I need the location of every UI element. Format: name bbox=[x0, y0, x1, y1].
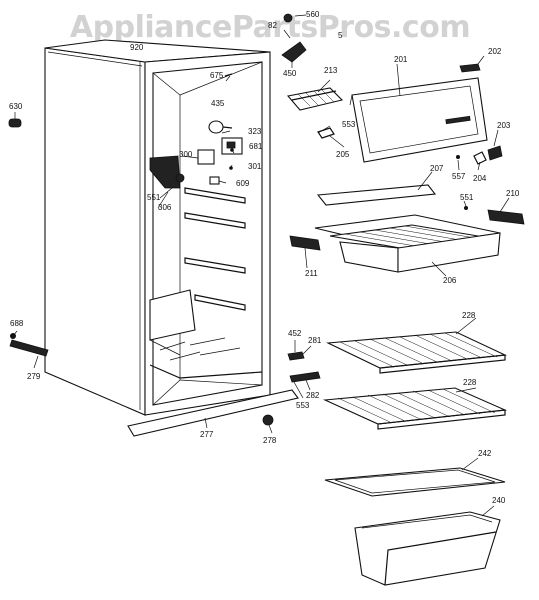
callout-205: 205 bbox=[336, 150, 350, 159]
callout-5: 5 bbox=[338, 31, 343, 40]
callout-435: 435 bbox=[211, 99, 225, 108]
bottom-drawer bbox=[324, 467, 506, 586]
callout-688: 688 bbox=[10, 319, 24, 328]
callout-551-right: 551 bbox=[460, 193, 474, 202]
callout-228-lower: 228 bbox=[463, 378, 477, 387]
ice-tray bbox=[286, 87, 344, 139]
base-grille bbox=[9, 333, 299, 437]
callout-681: 681 bbox=[249, 142, 263, 151]
callout-553-top: 553 bbox=[342, 120, 356, 129]
callout-323: 323 bbox=[248, 127, 262, 136]
callout-202: 202 bbox=[488, 47, 502, 56]
callout-282: 282 bbox=[306, 391, 320, 400]
freezer-door bbox=[349, 63, 503, 165]
callout-279: 279 bbox=[27, 372, 41, 381]
callout-213: 213 bbox=[324, 66, 338, 75]
callout-557: 557 bbox=[452, 172, 466, 181]
callout-553-bottom: 553 bbox=[296, 401, 310, 410]
callout-278: 278 bbox=[263, 436, 277, 445]
leader-lines bbox=[12, 14, 510, 517]
callout-675: 675 bbox=[210, 71, 224, 80]
callout-609: 609 bbox=[236, 179, 250, 188]
callout-240: 240 bbox=[492, 496, 506, 505]
callout-551-left: 551 bbox=[147, 193, 161, 202]
callout-452: 452 bbox=[288, 329, 302, 338]
callout-204: 204 bbox=[473, 174, 487, 183]
callout-306: 306 bbox=[158, 203, 172, 212]
callout-203: 203 bbox=[497, 121, 511, 130]
callout-450: 450 bbox=[283, 69, 297, 78]
callout-207: 207 bbox=[430, 164, 444, 173]
callout-300: 300 bbox=[179, 150, 193, 159]
watermark: AppliancePartsPros.com bbox=[69, 10, 471, 45]
top-hinge bbox=[281, 13, 307, 63]
callout-301: 301 bbox=[248, 162, 262, 171]
callout-560: 560 bbox=[306, 10, 320, 19]
callout-920: 920 bbox=[130, 43, 144, 52]
cabinet bbox=[8, 39, 271, 416]
callout-82: 82 bbox=[268, 21, 277, 30]
callout-277: 277 bbox=[200, 430, 214, 439]
shelves bbox=[287, 331, 508, 430]
callout-228-upper: 228 bbox=[462, 311, 476, 320]
callout-210: 210 bbox=[506, 189, 520, 198]
callout-242: 242 bbox=[478, 449, 492, 458]
control-assembly bbox=[149, 73, 243, 189]
callout-201: 201 bbox=[394, 55, 408, 64]
callout-630: 630 bbox=[9, 102, 23, 111]
callout-281: 281 bbox=[308, 336, 322, 345]
callout-206: 206 bbox=[443, 276, 457, 285]
callout-211: 211 bbox=[305, 269, 318, 278]
crisper-assembly bbox=[289, 184, 525, 273]
